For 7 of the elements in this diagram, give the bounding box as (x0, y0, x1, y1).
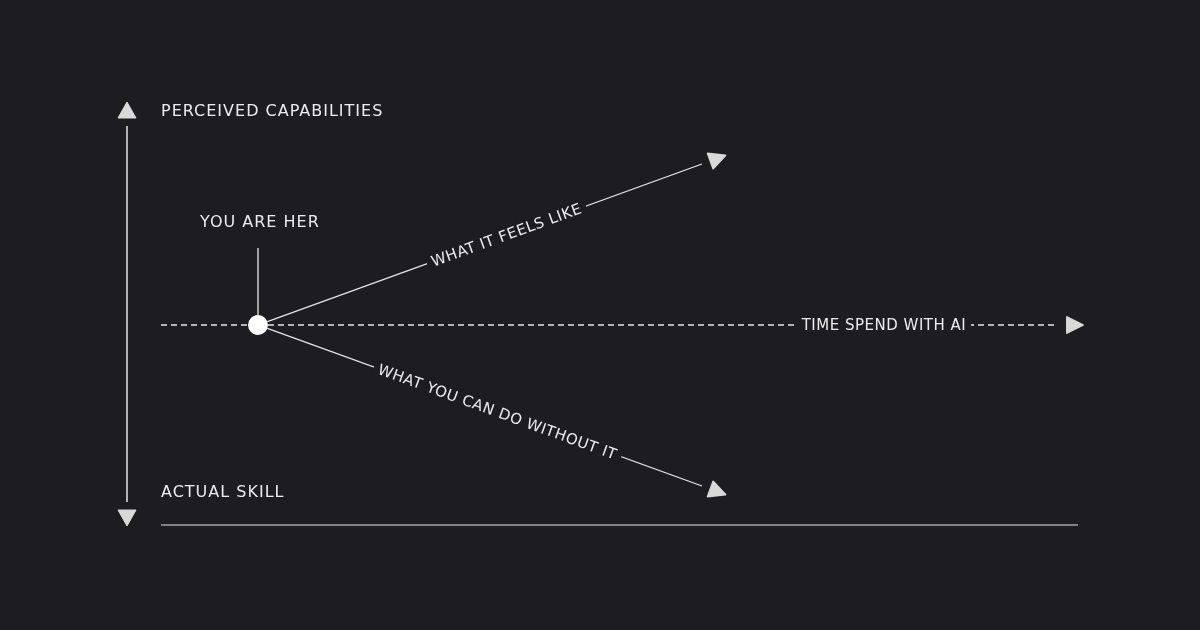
dot-marker (248, 315, 268, 335)
edge-label: TIME SPEND WITH AI (796, 317, 972, 333)
dashed-line (160, 324, 249, 326)
annotation-text: YOU ARE HER (200, 212, 316, 232)
axis-label: PERCEIVED CAPABILITIES (161, 101, 384, 121)
axis-label: ACTUAL SKILL (161, 482, 285, 502)
leader-line (257, 247, 259, 316)
